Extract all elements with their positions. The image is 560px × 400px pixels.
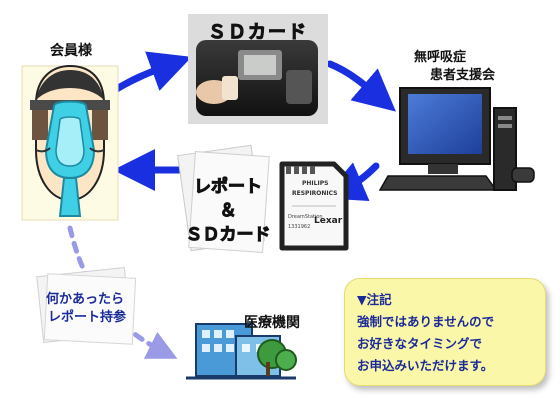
center-label-line1: 無呼吸症 — [414, 50, 467, 65]
note-line-3: お申込みいただけます。 — [357, 358, 494, 373]
sd-card-maker: RESPIRONICS — [292, 190, 338, 197]
report-label-line1: レポート — [194, 177, 263, 198]
report-label-line3: ＳＤカード — [185, 225, 271, 246]
note-box: ▼注記 強制ではありませんので お好きなタイミングで お申込みいただけます。 — [344, 278, 546, 386]
sd-card-brand: PHILIPS — [302, 180, 329, 187]
note-line-1: 強制ではありませんので — [357, 314, 495, 329]
hospital-illustration — [186, 323, 297, 380]
sd-card-code: 1331962 — [288, 224, 311, 230]
memo-label-line1: 何かあったら — [46, 292, 125, 307]
memo-papers — [36, 267, 137, 345]
sd-card-model: DreamStation — [288, 214, 323, 220]
member-mask-illustration — [21, 64, 119, 221]
arrow-device-to-center — [326, 60, 396, 112]
report-label-line2: ＆ — [219, 201, 237, 222]
center-label-line2: 患者支援会 — [430, 68, 496, 83]
member-label: 会員様 — [50, 43, 92, 59]
sd-card-illustration — [279, 161, 349, 251]
report-papers — [177, 144, 270, 253]
arrow-member-to-device — [108, 51, 192, 96]
note-title: ▼注記 — [357, 292, 392, 307]
sd-card-top-label: ＳＤカード — [208, 22, 308, 44]
memo-label-line2: レポート持参 — [48, 310, 127, 325]
cpap-device-photo — [188, 14, 328, 124]
sd-card-vendor: Lexar — [314, 216, 343, 226]
hospital-label: 医療機関 — [244, 315, 300, 331]
computer-illustration — [378, 87, 535, 191]
note-line-2: お好きなタイミングで — [357, 336, 483, 351]
